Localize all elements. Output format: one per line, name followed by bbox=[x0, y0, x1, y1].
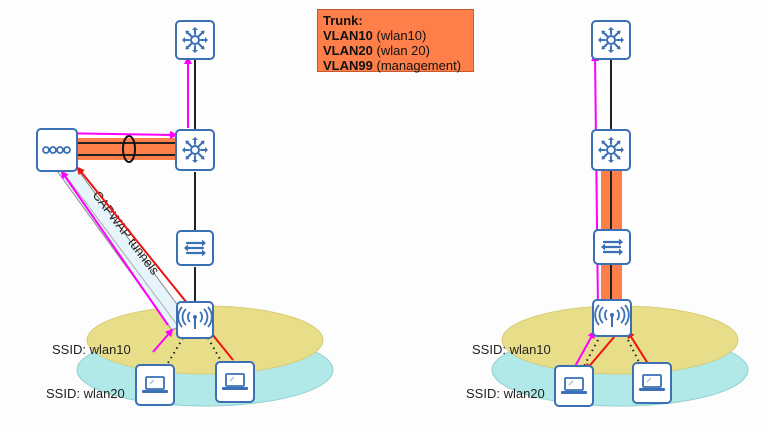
client-laptop-2-right[interactable] bbox=[632, 362, 672, 404]
client-laptop-2-left[interactable] bbox=[215, 361, 255, 403]
data-flow-client1-to-ap bbox=[152, 328, 174, 353]
client-laptop-1-left[interactable] bbox=[135, 364, 175, 406]
access-switch-left[interactable] bbox=[176, 230, 214, 266]
left-diagram: CAPWAP tunnels bbox=[36, 20, 334, 407]
data-flow-client-to-core bbox=[591, 53, 600, 311]
distribution-switch-left[interactable] bbox=[175, 129, 215, 171]
core-switch-left[interactable] bbox=[175, 20, 215, 60]
switch-icon bbox=[182, 238, 208, 258]
ssid-wlan10-label-right: SSID: wlan10 bbox=[472, 342, 551, 357]
distribution-switch-right[interactable] bbox=[591, 129, 631, 171]
trunk-legend-entry: VLAN10 (wlan10) bbox=[323, 28, 427, 43]
wireless-link-1 bbox=[164, 337, 184, 369]
etherchannel-marker bbox=[122, 135, 136, 163]
autonomous-ap[interactable] bbox=[592, 299, 632, 337]
lightweight-ap[interactable] bbox=[176, 301, 214, 339]
core-switch-right[interactable] bbox=[591, 20, 631, 60]
wlc-icon bbox=[42, 146, 71, 154]
wlc[interactable] bbox=[36, 128, 78, 172]
ssid-wlan20-label-left: SSID: wlan20 bbox=[46, 386, 125, 401]
client-laptop-1-right[interactable] bbox=[554, 365, 594, 407]
trunk-legend-entry: VLAN20 (wlan 20) bbox=[323, 43, 430, 58]
capwap-tunnel bbox=[54, 161, 191, 331]
right-diagram: SSID: wlan10 SSID: wlan20 bbox=[466, 20, 749, 407]
trunk-legend-entry: VLAN99 (management) bbox=[323, 58, 462, 73]
data-flow-ap-to-wlc bbox=[60, 170, 169, 326]
switch-icon bbox=[599, 237, 625, 257]
trunk-legend-title: Trunk: bbox=[323, 13, 363, 28]
ssid-wlan10-label-left: SSID: wlan10 bbox=[52, 342, 131, 357]
trunk-wlc-dist bbox=[78, 138, 178, 160]
access-switch-right[interactable] bbox=[593, 229, 631, 265]
ssid-wlan20-label-right: SSID: wlan20 bbox=[466, 386, 545, 401]
trunk-legend: Trunk: VLAN10 (wlan10) VLAN20 (wlan 20) … bbox=[317, 9, 474, 73]
